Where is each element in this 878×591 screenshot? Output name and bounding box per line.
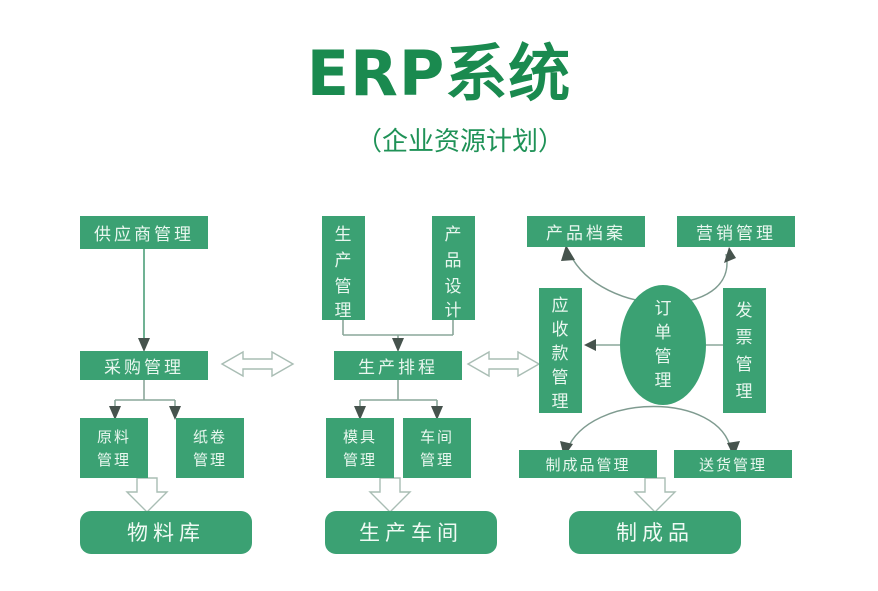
invoice-management-char-3: 管 bbox=[736, 355, 753, 375]
node-production-scheduling[interactable]: 生产排程 bbox=[334, 351, 462, 380]
production-management-char-2: 产 bbox=[335, 251, 352, 271]
workshop-line-1: 车间 bbox=[420, 428, 454, 446]
finished-to-product-block-arrow bbox=[633, 477, 677, 513]
scheduling-receivable-link-arrow bbox=[466, 350, 541, 378]
production-scheduling-label: 生产排程 bbox=[358, 358, 438, 378]
production-management-char-3: 管 bbox=[335, 277, 352, 297]
node-delivery-management[interactable]: 送货管理 bbox=[674, 450, 792, 478]
node-accounts-receivable-management[interactable]: 应 收 款 管 理 bbox=[539, 288, 582, 413]
product-design-char-2: 品 bbox=[445, 251, 462, 271]
production-management-char-4: 理 bbox=[335, 301, 352, 321]
node-order-management[interactable]: 订 单 管 理 bbox=[620, 285, 706, 405]
invoice-management-char-4: 理 bbox=[736, 382, 753, 402]
order-to-receivable-arrow bbox=[584, 339, 620, 351]
delivery-management-label: 送货管理 bbox=[699, 456, 767, 474]
node-finished-product-management[interactable]: 制成品管理 bbox=[519, 450, 657, 478]
node-paper-roll-management[interactable]: 纸卷 管理 bbox=[176, 418, 244, 478]
paper-roll-line-1: 纸卷 bbox=[193, 428, 227, 446]
paper-roll-line-2: 管理 bbox=[193, 451, 227, 469]
supplier-management-label: 供应商管理 bbox=[94, 225, 194, 245]
supplier-to-purchase-connector bbox=[138, 249, 150, 352]
shopfloor-to-workshop-block-arrow bbox=[368, 477, 412, 513]
marketing-management-label: 营销管理 bbox=[696, 224, 776, 244]
product-design-char-4: 计 bbox=[445, 301, 462, 321]
node-marketing-management[interactable]: 营销管理 bbox=[677, 216, 795, 247]
accounts-receivable-char-1: 应 bbox=[552, 296, 569, 316]
accounts-receivable-char-5: 理 bbox=[552, 392, 569, 412]
production-management-char-1: 生 bbox=[335, 225, 352, 245]
product-design-char-1: 产 bbox=[445, 225, 462, 245]
node-invoice-management[interactable]: 发 票 管 理 bbox=[723, 288, 766, 413]
accounts-receivable-char-3: 款 bbox=[552, 344, 569, 364]
product-design-char-3: 设 bbox=[445, 277, 462, 297]
node-product-archive[interactable]: 产品档案 bbox=[527, 216, 645, 247]
node-workshop-management[interactable]: 车间 管理 bbox=[403, 418, 471, 478]
finished-products-label: 制成品 bbox=[616, 521, 694, 545]
order-management-char-4: 理 bbox=[655, 371, 672, 391]
raw-material-line-1: 原料 bbox=[97, 428, 131, 446]
page-subtitle: （企业资源计划） bbox=[356, 127, 564, 157]
node-production-workshop[interactable]: 生产车间 bbox=[325, 511, 497, 554]
invoice-management-char-1: 发 bbox=[736, 301, 753, 321]
node-purchase-management[interactable]: 采购管理 bbox=[80, 351, 208, 380]
page-title: ERP系统 bbox=[307, 37, 572, 110]
node-mold-management[interactable]: 模具 管理 bbox=[326, 418, 394, 478]
purchase-to-materials-connector bbox=[109, 379, 181, 420]
order-management-char-2: 单 bbox=[655, 323, 672, 343]
scheduling-to-shopfloor-connector bbox=[354, 379, 443, 420]
production-to-scheduling-connector bbox=[342, 320, 454, 352]
finished-product-management-label: 制成品管理 bbox=[545, 456, 630, 474]
node-supplier-management[interactable]: 供应商管理 bbox=[80, 216, 208, 249]
purchase-management-label: 采购管理 bbox=[104, 358, 184, 378]
material-warehouse-label: 物料库 bbox=[127, 521, 205, 545]
invoice-management-char-2: 票 bbox=[736, 328, 753, 348]
order-to-bottom-curve-arrow bbox=[560, 405, 740, 457]
purchase-scheduling-link-arrow bbox=[220, 350, 295, 378]
production-workshop-label: 生产车间 bbox=[359, 521, 463, 545]
raw-material-line-2: 管理 bbox=[97, 451, 131, 469]
mold-line-2: 管理 bbox=[343, 451, 377, 469]
node-production-management[interactable]: 生 产 管 理 bbox=[322, 216, 365, 321]
node-raw-material-management[interactable]: 原料 管理 bbox=[80, 418, 148, 478]
node-finished-products[interactable]: 制成品 bbox=[569, 511, 741, 554]
order-management-char-1: 订 bbox=[655, 299, 672, 319]
materials-to-warehouse-block-arrow bbox=[125, 477, 169, 513]
product-archive-label: 产品档案 bbox=[546, 224, 626, 244]
accounts-receivable-char-2: 收 bbox=[552, 320, 569, 340]
workshop-line-2: 管理 bbox=[420, 451, 454, 469]
node-material-warehouse[interactable]: 物料库 bbox=[80, 511, 252, 554]
accounts-receivable-char-4: 管 bbox=[552, 368, 569, 388]
mold-line-1: 模具 bbox=[343, 428, 377, 446]
node-product-design[interactable]: 产 品 设 计 bbox=[432, 216, 475, 321]
order-management-char-3: 管 bbox=[655, 347, 672, 367]
